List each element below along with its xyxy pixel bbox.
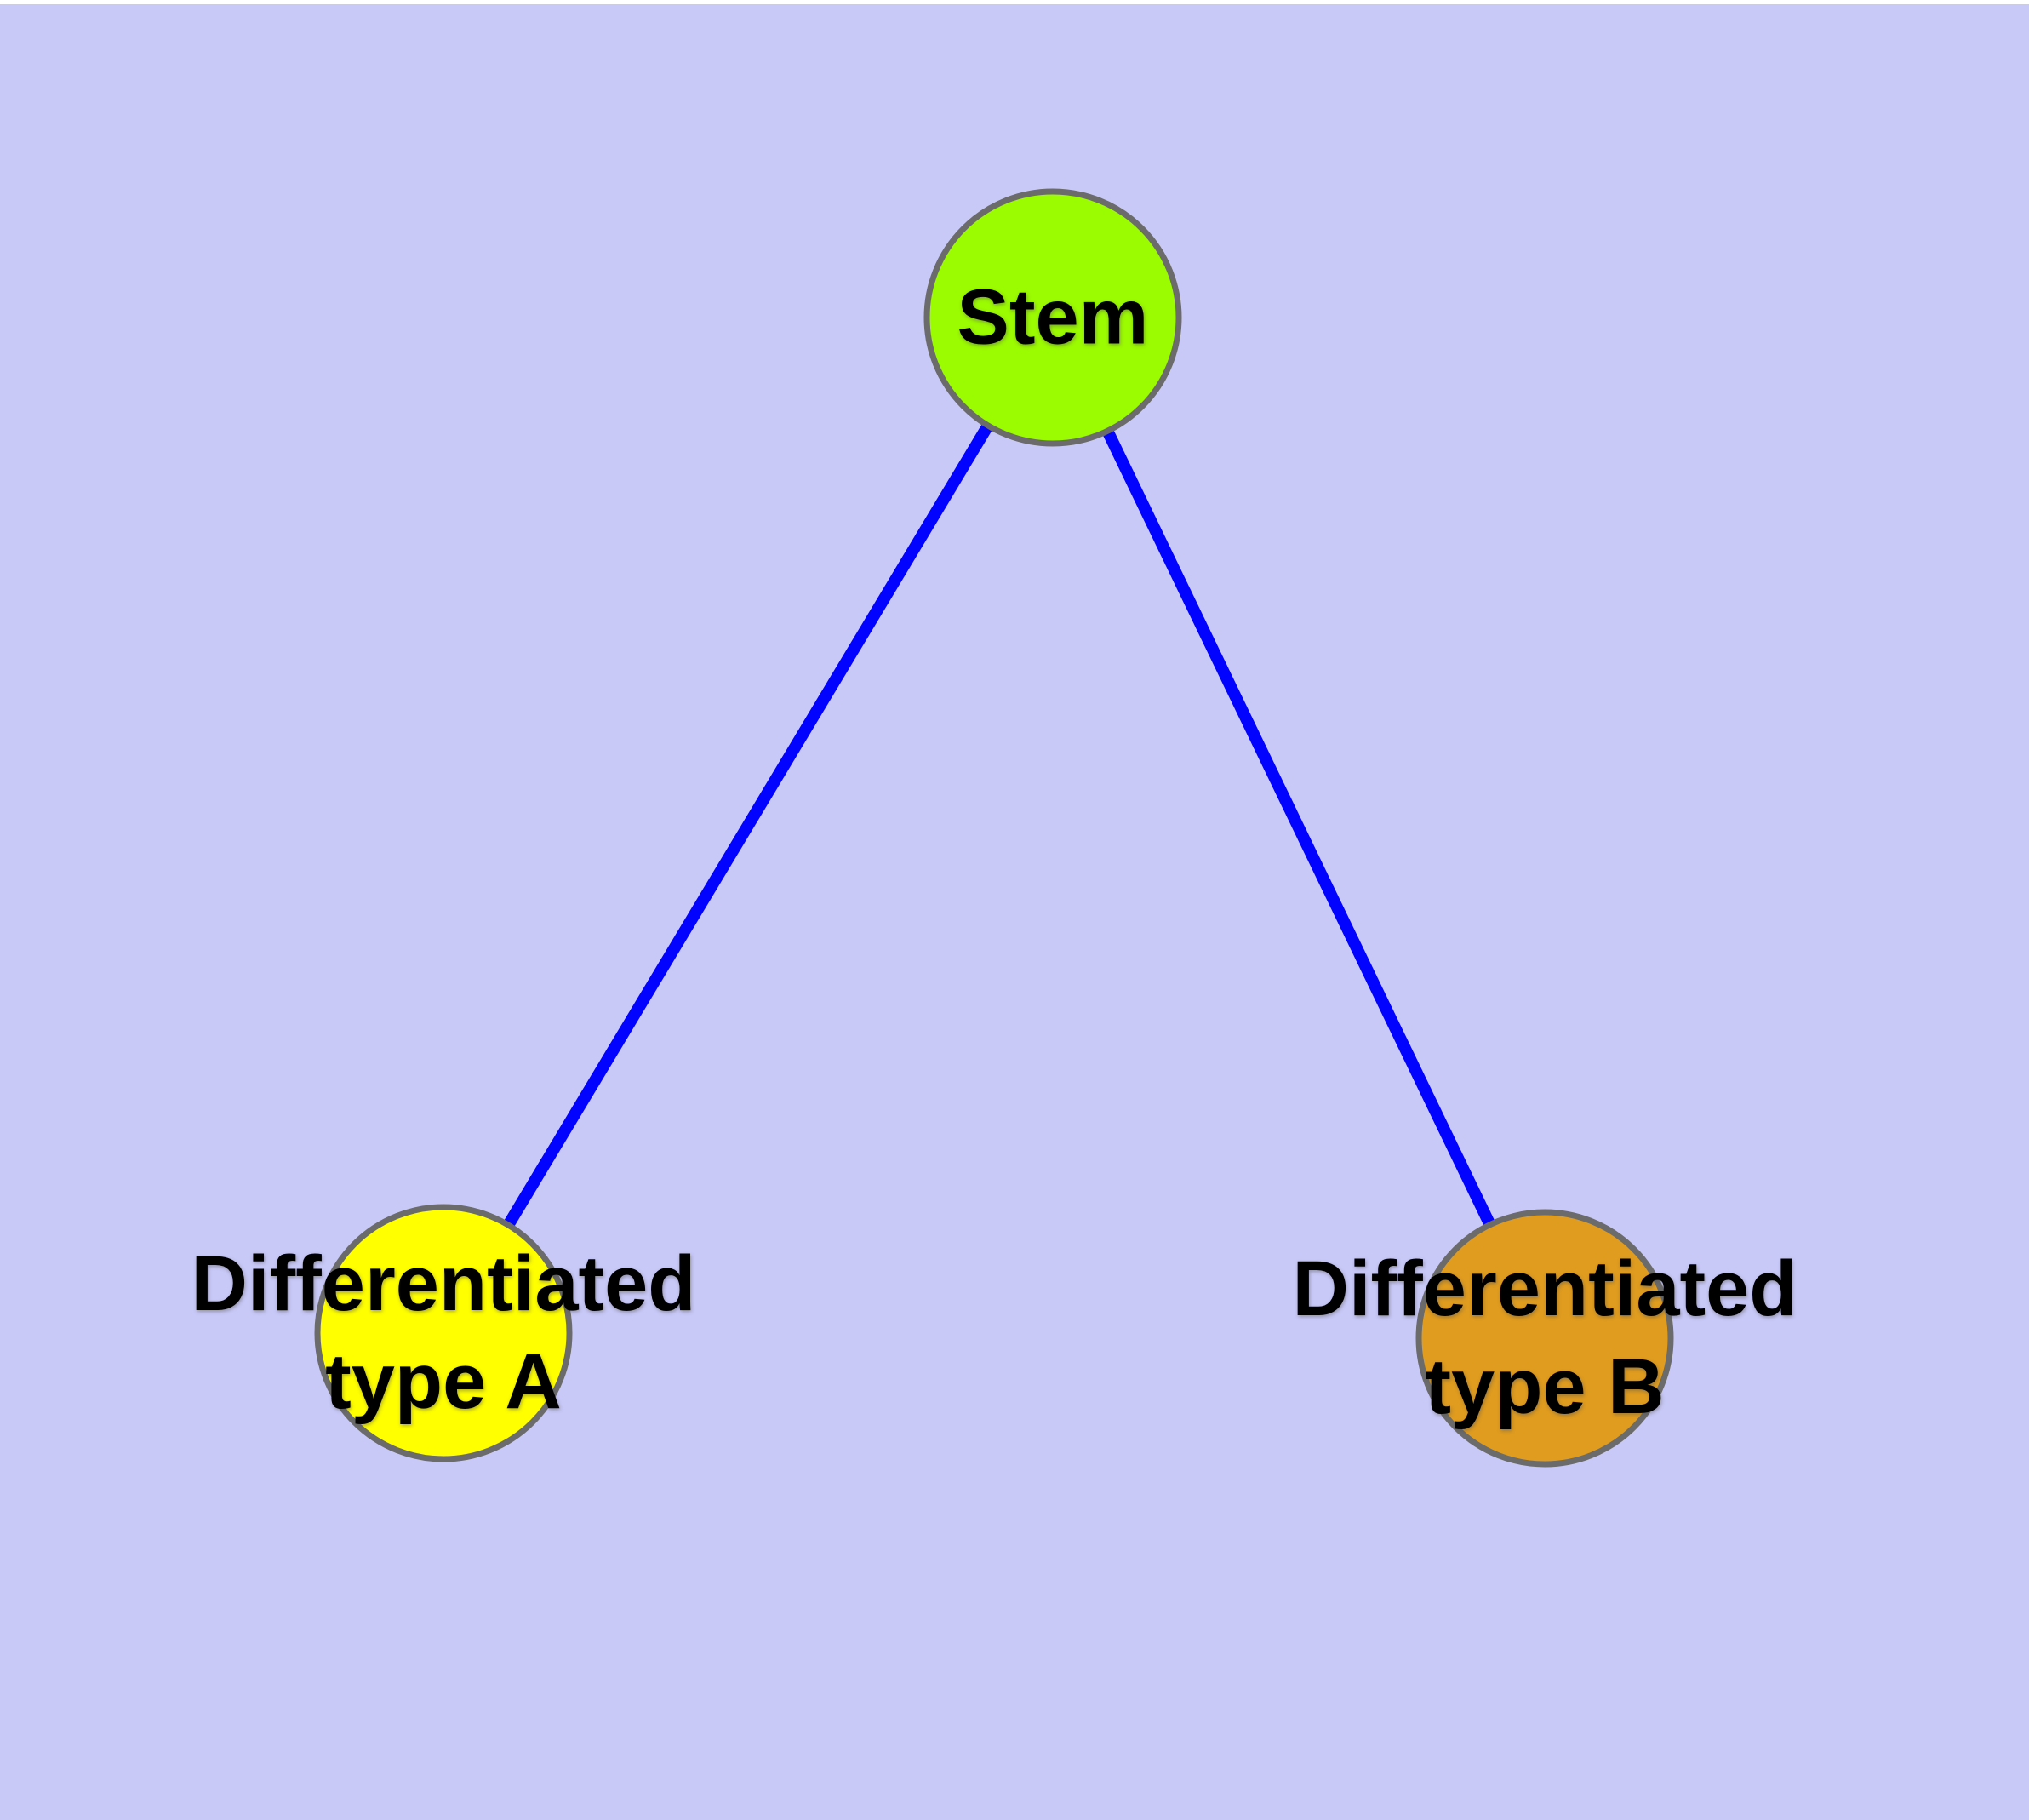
node-differentiated-type-b-circle [1415, 1209, 1674, 1468]
node-stem-circle [923, 188, 1182, 447]
top-margin [0, 0, 2029, 4]
node-differentiated-type-a-circle [314, 1204, 573, 1462]
edge-stem-to-type-b [1047, 312, 1551, 1344]
edge-stem-to-type-a [437, 312, 1059, 1339]
